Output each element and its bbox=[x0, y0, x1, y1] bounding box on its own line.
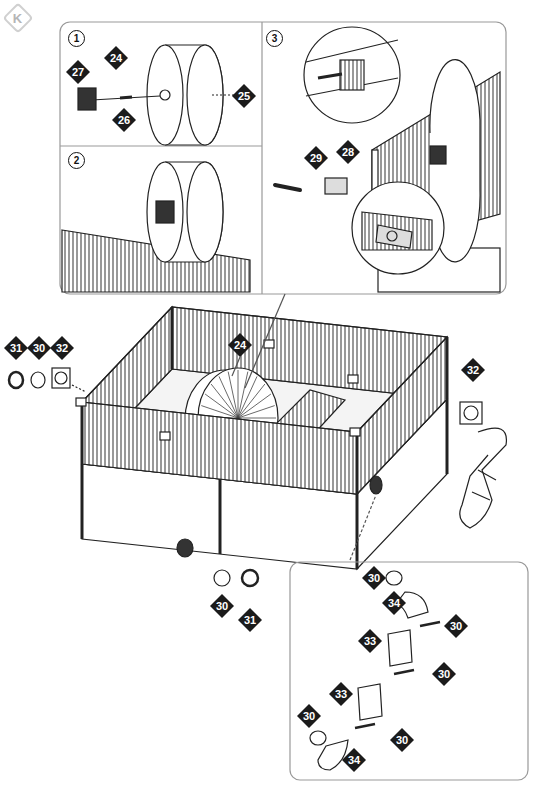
callout-number: 30 bbox=[432, 662, 456, 686]
watermark-letter: K bbox=[13, 10, 22, 25]
step-number: 2 bbox=[68, 152, 85, 169]
callout-number: 32 bbox=[461, 358, 485, 382]
step-number: 1 bbox=[68, 30, 85, 47]
step-number: 3 bbox=[266, 30, 283, 47]
callout-number: 33 bbox=[358, 629, 382, 653]
callout-number: 31 bbox=[4, 336, 28, 360]
callout-number: 30 bbox=[444, 614, 468, 638]
callout-number: 29 bbox=[304, 146, 328, 170]
watermark: K bbox=[2, 2, 33, 33]
callout-number: 30 bbox=[362, 566, 386, 590]
callout-number: 25 bbox=[232, 84, 256, 108]
callout-number: 24 bbox=[104, 46, 128, 70]
callout-number: 30 bbox=[390, 728, 414, 752]
callout-number: 31 bbox=[238, 608, 262, 632]
callout-number: 27 bbox=[66, 60, 90, 84]
callout-number: 30 bbox=[27, 336, 51, 360]
callout-number: 33 bbox=[329, 682, 353, 706]
callout-number: 26 bbox=[112, 108, 136, 132]
callout-number: 28 bbox=[336, 140, 360, 164]
callout-number: 30 bbox=[297, 704, 321, 728]
callout-number: 30 bbox=[210, 594, 234, 618]
callout-number: 32 bbox=[50, 336, 74, 360]
